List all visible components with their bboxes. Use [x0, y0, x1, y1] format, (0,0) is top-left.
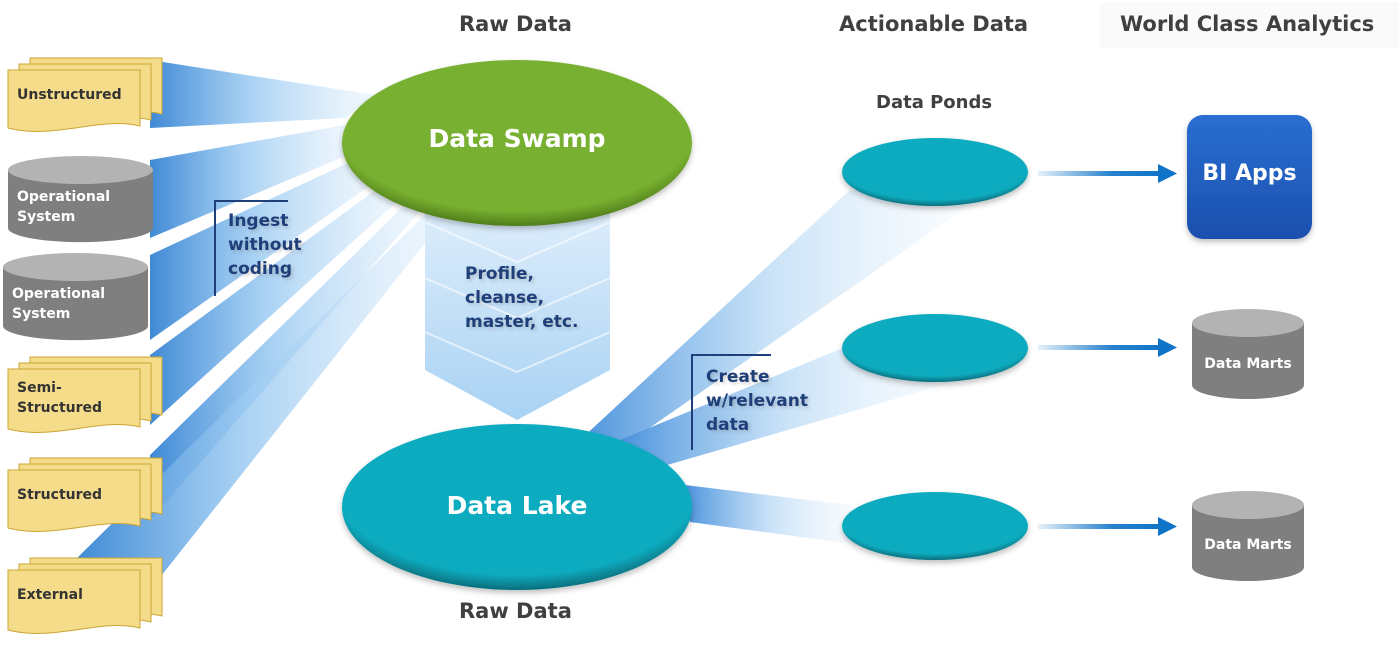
- world-class-analytics-header: World Class Analytics: [1120, 12, 1375, 36]
- bi-apps-label: BI Apps: [1202, 161, 1297, 186]
- data-pond-1[interactable]: [842, 138, 1028, 206]
- lake-to-pond-beams: [580, 190, 970, 545]
- operational-system-db-1[interactable]: [8, 156, 153, 243]
- data-marts-label-1: Data Marts: [1204, 356, 1292, 372]
- arrow-to-data-marts-1: [1038, 338, 1177, 357]
- note-line: Profile,: [465, 264, 534, 284]
- data-lake-ellipse[interactable]: [342, 424, 692, 590]
- data-pond-2[interactable]: [842, 314, 1028, 382]
- beam-semi-structured: [150, 178, 410, 425]
- document-stack-structured[interactable]: [7, 457, 163, 532]
- data-swamp-ellipse[interactable]: [342, 60, 692, 226]
- note-line: data: [706, 415, 750, 435]
- source-label-line: Operational: [17, 189, 111, 205]
- beam-operational-2: [150, 155, 385, 340]
- data-ponds-label: Data Ponds: [876, 92, 993, 113]
- actionable-data-header: Actionable Data: [839, 12, 1029, 36]
- source-label-line: System: [17, 209, 76, 225]
- create-note: Create w/relevant data: [706, 365, 808, 437]
- note-line: Create: [706, 367, 770, 387]
- source-label-operational-1: Operational System: [17, 187, 110, 227]
- beam-to-pond-1: [580, 190, 970, 445]
- create-bracket: [691, 354, 771, 450]
- source-label-line: External: [17, 587, 83, 603]
- data-pond-3[interactable]: [842, 492, 1028, 560]
- data-marts-cylinder-2[interactable]: [1192, 491, 1304, 581]
- source-label-line: Structured: [17, 487, 103, 503]
- document-stack-external[interactable]: [7, 557, 163, 634]
- note-line: w/relevant: [706, 391, 808, 411]
- source-label-semi-structured: Semi- Structured: [17, 378, 102, 418]
- beam-operational-1: [150, 125, 360, 238]
- source-label-unstructured: Unstructured: [17, 85, 122, 105]
- document-sheet: [7, 69, 141, 132]
- ingest-beams: [75, 60, 455, 590]
- note-line: cleanse,: [465, 288, 545, 308]
- document-sheet: [7, 469, 141, 532]
- source-label-line: Structured: [17, 400, 103, 416]
- beam-external: [75, 200, 455, 590]
- beam-to-pond-3: [685, 485, 860, 545]
- note-line: coding: [228, 259, 293, 279]
- bi-apps-box[interactable]: [1187, 115, 1312, 239]
- source-label-line: Operational: [12, 286, 106, 302]
- data-lake-label: Data Lake: [446, 491, 588, 520]
- raw-data-top-header: Raw Data: [459, 12, 572, 36]
- document-stack-unstructured[interactable]: [7, 57, 163, 132]
- ingest-note: Ingest without coding: [228, 209, 302, 281]
- data-marts-cylinder-1[interactable]: [1192, 309, 1304, 399]
- source-label-line: System: [12, 306, 71, 322]
- source-label-line: Semi-: [17, 380, 62, 396]
- operational-system-db-2[interactable]: [3, 253, 148, 341]
- beam-unstructured: [150, 60, 375, 128]
- document-sheet: [7, 368, 141, 433]
- data-marts-label-2: Data Marts: [1204, 537, 1292, 553]
- note-line: without: [228, 235, 302, 255]
- source-label-line: Unstructured: [17, 87, 122, 103]
- raw-data-bottom-header: Raw Data: [459, 599, 572, 623]
- source-shapes: [7, 57, 163, 634]
- arrow-to-bi-apps: [1038, 164, 1177, 183]
- source-label-operational-2: Operational System: [12, 284, 105, 324]
- document-sheet: [7, 569, 141, 634]
- note-line: Ingest: [228, 211, 289, 231]
- process-chevron-arrow: [424, 200, 611, 420]
- ingest-bracket: [214, 200, 288, 296]
- process-note: Profile, cleanse, master, etc.: [465, 262, 578, 334]
- note-line: master, etc.: [465, 312, 579, 332]
- beam-to-pond-2: [620, 345, 960, 470]
- source-label-structured: Structured: [17, 485, 102, 505]
- world-class-analytics-header-bg: [1100, 2, 1399, 48]
- arrow-to-data-marts-2: [1038, 517, 1177, 536]
- source-label-external: External: [17, 585, 83, 605]
- data-swamp-label: Data Swamp: [428, 124, 606, 153]
- document-stack-semi-structured[interactable]: [7, 356, 163, 433]
